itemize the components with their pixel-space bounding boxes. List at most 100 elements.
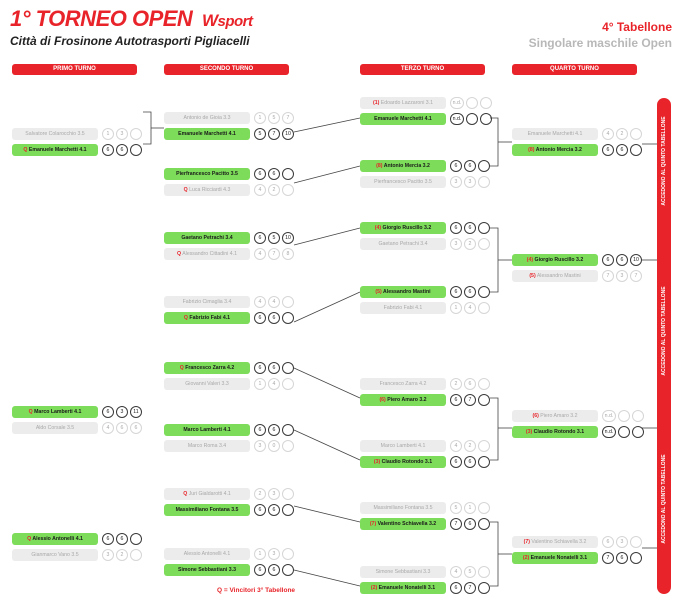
player-label: Claudio Rotondo 3.1 [381,459,433,465]
score-cell [282,440,294,452]
score-cell: 1 [102,128,114,140]
score-cell [478,160,490,172]
player-name: Gianmarco Vano 3.5 [12,549,98,561]
score-cell [478,176,490,188]
round-header-4: QUARTO TURNO [512,64,637,75]
score-cell: n.d. [450,113,464,125]
player-label: Emanuele Marchetti 4.1 [28,147,87,153]
score-cell [282,548,294,560]
score-cell: 4 [464,302,476,314]
score-cell [478,502,490,514]
score-cell: 7 [602,270,614,282]
board-label: 4° Tabellone [602,20,672,34]
score-cell: 6 [254,168,266,180]
player-label: Alessandro Mastini [536,273,581,279]
score-cell: 6 [464,160,476,172]
score-cell: 7 [464,582,476,594]
player-name: Massimiliano Fontana 3.5 [360,502,446,514]
score-cell: 3 [450,238,462,250]
score-cell: 6 [268,564,280,576]
score-cell: 6 [268,168,280,180]
player-name: Fabrizio Fabi 4.1 [360,302,446,314]
player-name: Emanuele Marchetti 4.1 [164,128,250,140]
player-label: Francesco Zarra 4.2 [185,365,235,371]
seed-tag: (4) [374,225,382,231]
score-cell: 3 [616,536,628,548]
score-cell [478,378,490,390]
tournament-subtitle: Città di Frosinone Autotrasporti Pigliac… [10,34,250,48]
score-cell: 6 [254,362,266,374]
player-label: Simone Sebbastiani 3.3 [178,567,236,573]
player-label: Francesco Zarra 4.2 [379,381,427,387]
score-cell [130,549,142,561]
score-cell: 7 [268,128,280,140]
score-cell: 6 [602,144,614,156]
score-cell: 5 [268,232,280,244]
player-label: Fabrizio Fabi 4.1 [383,305,423,311]
score-cell: 6 [116,144,128,156]
score-cell: 6 [268,362,280,374]
player-name: Antonio de Gioia 3.3 [164,112,250,124]
seed-tag: Q [28,409,33,415]
player-label: Piero Amaro 3.2 [387,397,427,403]
player-label: Antonio Mercia 3.2 [535,147,582,153]
score-cell: 4 [450,566,462,578]
player-label: Emanuele Marchetti 4.1 [374,116,432,122]
score-cell [130,144,142,156]
player-label: Antonio de Gioia 3.3 [183,115,231,121]
score-cell: 5 [464,566,476,578]
score-cell: 2 [268,184,280,196]
player-name: Simone Sebbastiani 3.3 [164,564,250,576]
score-cell [478,566,490,578]
player-name: Q Alessandro Cittadini 4.1 [164,248,250,260]
player-name: Q Juri Gialdarotti 4.1 [164,488,250,500]
score-cell: 7 [282,112,294,124]
player-name: (8) Antonio Mercia 3.2 [360,160,446,172]
score-cell [480,113,492,125]
score-cell: 6 [254,424,266,436]
player-name: (1) Edoardo Lazzaroni 3.1 [360,97,446,109]
player-label: Edoardo Lazzaroni 3.1 [380,100,433,106]
score-cell: 6 [450,160,462,172]
category-label: Singolare maschile Open [528,36,672,50]
score-cell [632,410,644,422]
player-name: (7) Valentino Schiavella 3.2 [360,518,446,530]
score-cell: 1 [464,502,476,514]
score-cell: 7 [602,552,614,564]
score-cell [478,394,490,406]
player-name: (3) Claudio Rotondo 3.1 [360,456,446,468]
seed-tag: (5) [529,273,536,279]
score-cell: 6 [450,582,462,594]
score-cell [480,97,492,109]
score-cell: n.d. [602,410,616,422]
player-label: Pierfrancesco Pacitto 3.5 [374,179,432,185]
score-cell: 6 [102,144,114,156]
score-cell [478,302,490,314]
player-name: Salvatore Colarocchio 3.5 [12,128,98,140]
player-label: Gaetano Petrachi 3.4 [181,235,233,241]
player-label: Emanuele Marchetti 4.1 [178,131,236,137]
score-cell: 6 [450,394,462,406]
seed-tag: (3) [373,459,381,465]
player-label: Alessio Antonelli 4.1 [32,536,83,542]
player-label: Gaetano Petrachi 3.4 [378,241,428,247]
seed-tag: Q [27,536,32,542]
player-label: Emanuele Nonatelli 3.1 [530,555,588,561]
seed-tag: Q [183,491,188,497]
seed-tag: (4) [526,257,534,263]
player-name: (8) Antonio Mercia 3.2 [512,144,598,156]
score-cell: 6 [616,254,628,266]
score-cell: 2 [464,238,476,250]
player-name: Q Alessio Antonelli 4.1 [12,533,98,545]
player-name: Q Luca Ricciardi 4.3 [164,184,250,196]
score-cell: 2 [450,378,462,390]
sponsor-logo: Wsport [201,11,253,30]
player-label: Marco Lamberti 4.1 [380,443,426,449]
score-cell: 3 [450,176,462,188]
player-label: Claudio Rotondo 3.1 [533,429,585,435]
score-cell [478,456,490,468]
score-cell [630,536,642,548]
player-name: Pierfrancesco Pacitto 3.5 [164,168,250,180]
player-name: Marco Lamberti 4.1 [360,440,446,452]
player-name: (2) Emanuele Nonatelli 3.1 [512,552,598,564]
